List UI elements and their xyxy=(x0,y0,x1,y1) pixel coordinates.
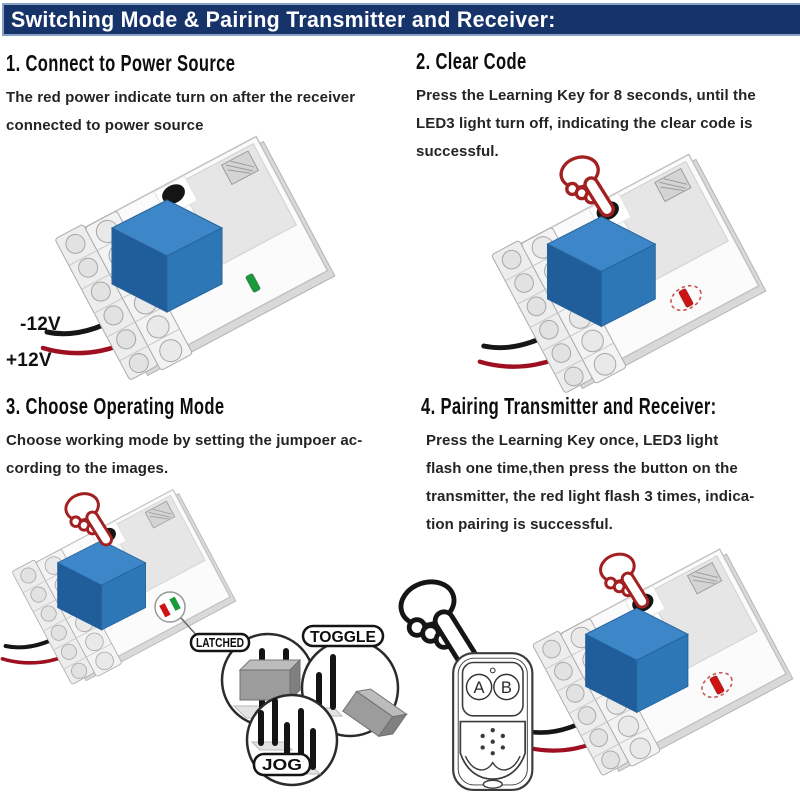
remote-control-illustration xyxy=(452,652,534,792)
step4-body: Press the Learning Key once, LED3 light … xyxy=(426,432,755,534)
step3-body: Choose working mode by setting the jumpo… xyxy=(6,432,363,478)
wire-label-positive: +12V xyxy=(6,350,52,371)
receiver-board-illustration-1 xyxy=(15,138,345,390)
step2-body: Press the Learning Key for 8 seconds, un… xyxy=(416,87,756,161)
page-title: Switching Mode & Pairing Transmitter and… xyxy=(2,3,800,36)
step-4-pairing: 4. Pairing Transmitter and Receiver: Pre… xyxy=(421,393,799,539)
wire-label-negative: -12V xyxy=(20,314,61,335)
led-green-icon xyxy=(169,596,181,611)
led-red-icon xyxy=(159,603,171,618)
jumper-mode-label-jog: JOG xyxy=(262,757,302,774)
step3-heading: 3. Choose Operating Mode xyxy=(6,393,225,419)
step2-heading: 2. Clear Code xyxy=(416,48,527,74)
jumper-mode-label-toggle: TOGGLE xyxy=(310,629,376,646)
jumper-callout-jog: JOG xyxy=(245,693,339,787)
receiver-board-illustration-2 xyxy=(420,150,790,395)
jumper-mode-label-latched: LATCHED xyxy=(196,636,244,650)
step1-heading: 1. Connect to Power Source xyxy=(6,50,236,76)
step-1-connect-power: 1. Connect to Power Source The red power… xyxy=(6,50,398,140)
pairing-illustration xyxy=(396,553,800,792)
step4-heading: 4. Pairing Transmitter and Receiver: xyxy=(421,393,717,419)
operating-mode-illustration: LATCHED TOGGLE JOG xyxy=(0,492,408,787)
page-title-text: Switching Mode & Pairing Transmitter and… xyxy=(11,6,556,32)
led-callout-circle xyxy=(154,591,186,623)
step-2-clear-code: 2. Clear Code Press the Learning Key for… xyxy=(416,48,800,166)
step1-body: The red power indicate turn on after the… xyxy=(6,89,356,135)
step-3-choose-mode: 3. Choose Operating Mode Choose working … xyxy=(6,393,402,483)
